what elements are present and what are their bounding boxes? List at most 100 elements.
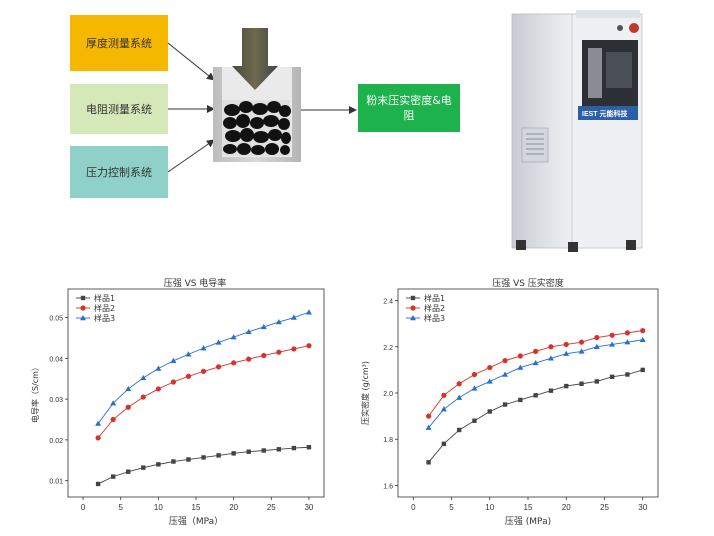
chart1-series-1-point (276, 447, 282, 452)
chart1-series-3-point (110, 400, 117, 406)
chart2-series-3-point (547, 355, 554, 361)
chart1-series-1-point (216, 453, 221, 458)
chart1-legend-marker (80, 295, 86, 301)
chart2-series-3-point (486, 378, 493, 384)
chart1-series-3-point (140, 374, 147, 381)
chart2-x-tick-label: 20 (562, 503, 571, 512)
chart2-y-tick-label: 2.4 (383, 299, 393, 306)
chart1-series-1-point (201, 455, 206, 460)
pressure-label: 压力控制系统 (86, 166, 152, 179)
chart2-series-3-point (639, 336, 646, 343)
chart1-x-tick-label: 30 (304, 503, 313, 512)
chart1-series-2-point (140, 394, 146, 400)
chart1-legend-label: 样品1 (94, 293, 115, 303)
output-box: 粉末压实密度&电阻 (358, 84, 460, 132)
chart1-legend-label: 样品2 (94, 303, 115, 313)
chart2-legend-label: 样品3 (424, 313, 445, 323)
chart2-series-2-point (502, 358, 508, 364)
chart2-series-3-point (517, 364, 524, 370)
chart1-series-2-point (215, 364, 222, 370)
chart1-series-3-point (230, 334, 237, 340)
chart2-series-1-point (579, 381, 584, 386)
chart1-series-1-point (156, 462, 161, 467)
chart1-series-2-point (291, 346, 297, 352)
chart2-legend-label: 样品2 (424, 303, 445, 313)
chart2-series-2-point (487, 364, 493, 371)
chart2-legend-label: 样品1 (424, 293, 445, 303)
chart1-series-1-point (186, 457, 191, 462)
chart2-series-3-point (456, 394, 463, 400)
chart2-legend-marker (410, 315, 416, 321)
chart2-legend-marker (410, 295, 416, 301)
chart2-series-2-point (441, 392, 447, 398)
chart2-x-tick-label: 0 (411, 503, 416, 512)
arrow-thickness (167, 42, 215, 81)
chart1-y-tick-label: 0.02 (49, 438, 63, 445)
thickness-measurement-box: 厚度测量系统 (70, 15, 168, 71)
chart1-y-tick-label: 0.03 (49, 397, 63, 404)
chart1-y-axis-label: 电导率（S/cm） (30, 363, 40, 423)
chart1-series-3-point (125, 385, 132, 392)
powder-cup-illustration (213, 28, 301, 162)
chart1-series-3-point (245, 328, 252, 335)
chart1-title: 压强 VS 电导率 (163, 279, 227, 289)
chart2-series-1-point (533, 393, 538, 398)
chart1-x-tick-label: 5 (118, 503, 123, 512)
chart2-series-3-point (471, 385, 478, 391)
chart1-series-1-point (126, 469, 131, 474)
chart2-series-2-point (640, 328, 646, 334)
chart2-y-tick-label: 1.6 (383, 483, 393, 490)
chart1-x-axis-label: 压强（MPa） (169, 516, 223, 527)
chart2-series-3-point (502, 371, 509, 377)
arrow-pressure (167, 139, 215, 173)
chart2-series-1-point (548, 388, 554, 393)
chart2-y-tick-label: 1.8 (383, 437, 393, 444)
chart1-series-2-point (276, 349, 282, 355)
chart2-series-2-point (563, 341, 569, 348)
chart1-series-1-point (261, 448, 266, 453)
chart1-y-tick-label: 0.04 (49, 356, 63, 363)
chart1-series-2-point (246, 356, 252, 362)
chart2-x-tick-label: 25 (600, 503, 609, 512)
chart1-x-tick-label: 10 (154, 503, 163, 512)
chart2-series-3-point (532, 359, 539, 366)
chart2-series-3-point (440, 406, 447, 412)
chart2-series-3-point (425, 424, 432, 430)
chart1-series-3-point (95, 420, 102, 426)
machine-brand-text: IEST 元能科技 (582, 109, 629, 118)
chart1-series-2-point (170, 379, 177, 385)
chart1-series-2-point (125, 404, 131, 410)
diagram-graphics: IEST 元能科技 (167, 10, 643, 252)
chart1-legend-label: 样品3 (94, 313, 115, 323)
chart2-series-1-point (487, 409, 492, 414)
chart2-series-3-point (593, 343, 600, 349)
chart2-series-2-point (578, 339, 585, 345)
chart2-series-2-point (548, 344, 554, 350)
chart1-series-3-point (185, 351, 192, 357)
pressure-control-box: 压力控制系统 (70, 146, 168, 198)
chart2-x-tick-label: 10 (485, 503, 494, 512)
chart1-y-tick-label: 0.01 (49, 479, 63, 486)
chart2-series-3-point (624, 339, 631, 345)
chart2-x-tick-label: 15 (524, 503, 533, 512)
chart2-series-3-point (609, 341, 616, 347)
chart1-x-tick-label: 15 (192, 503, 201, 512)
chart2-series-1-point (502, 402, 508, 407)
chart2-series-1-point (426, 460, 431, 465)
chart1-series-3-point (215, 339, 222, 345)
chart1-series-3-point (200, 345, 207, 351)
thickness-label: 厚度测量系统 (86, 37, 152, 50)
chart1-series-3-point (155, 365, 162, 371)
chart1-series-3-point (260, 323, 267, 330)
chart1-series-1-point (141, 465, 146, 470)
chart1-legend-marker (80, 315, 86, 321)
chart2-x-tick-label: 5 (449, 503, 454, 512)
chart1-series-2-point (231, 360, 237, 366)
chart2-title: 压强 VS 压实密度 (492, 279, 564, 289)
chart2-x-tick-label: 30 (638, 503, 647, 512)
chart2-y-tick-label: 2.2 (383, 345, 393, 352)
chart2-y-axis-label: 压实密度 (g/cm³) (360, 361, 370, 425)
chart2-series-3-point (578, 348, 585, 354)
chart1-series-1-point (246, 449, 251, 454)
